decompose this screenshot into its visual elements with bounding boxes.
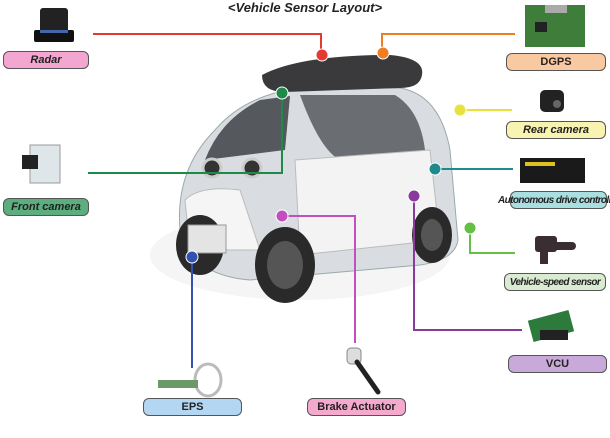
eps-image [158,362,223,398]
brake-actuator-image [346,347,381,395]
vehicle-speed-sensor-mount-dot [463,221,477,235]
brake-actuator-label: Brake Actuator [307,398,406,416]
dgps-connector-line [381,33,515,52]
front-camera-image [22,144,61,184]
vehicle-speed-sensor-image [535,236,576,264]
vcu-mount-dot [407,189,421,203]
brake-actuator-connector-line [282,215,356,343]
front-camera-label: Front camera [3,198,89,216]
dgps-image [525,5,585,47]
autonomous-controller-label: Autonomous drive controller [498,191,610,209]
connector-lines [88,33,522,368]
diagram-title: <Vehicle Sensor Layout> [227,0,383,15]
front-camera-mount-dot [275,86,289,100]
radar-label: Radar [3,51,89,69]
radar-connector-line [93,33,322,54]
rear-camera-label: Rear camera [506,121,606,139]
autonomous-controller-image [520,158,585,183]
dgps-label: DGPS [506,53,606,71]
autonomous-controller-mount-dot [428,162,442,176]
radar-image [34,8,74,42]
rear-camera-mount-dot [453,103,467,117]
vcu-label: VCU [508,355,607,373]
eps-label: EPS [143,398,242,416]
eps-mount-dot [185,250,199,264]
vehicle-illustration [150,55,459,303]
dgps-mount-dot [376,46,390,60]
brake-actuator-mount-dot [275,209,289,223]
vcu-connector-line [413,196,522,331]
rear-camera-image [540,90,564,112]
front-camera-connector-line [88,94,283,174]
vehicle-speed-sensor-label: Vehicle-speed sensor [504,273,606,291]
radar-mount-dot [315,48,329,62]
vcu-image [527,309,575,343]
vehicle-speed-sensor-connector-line [469,228,515,254]
